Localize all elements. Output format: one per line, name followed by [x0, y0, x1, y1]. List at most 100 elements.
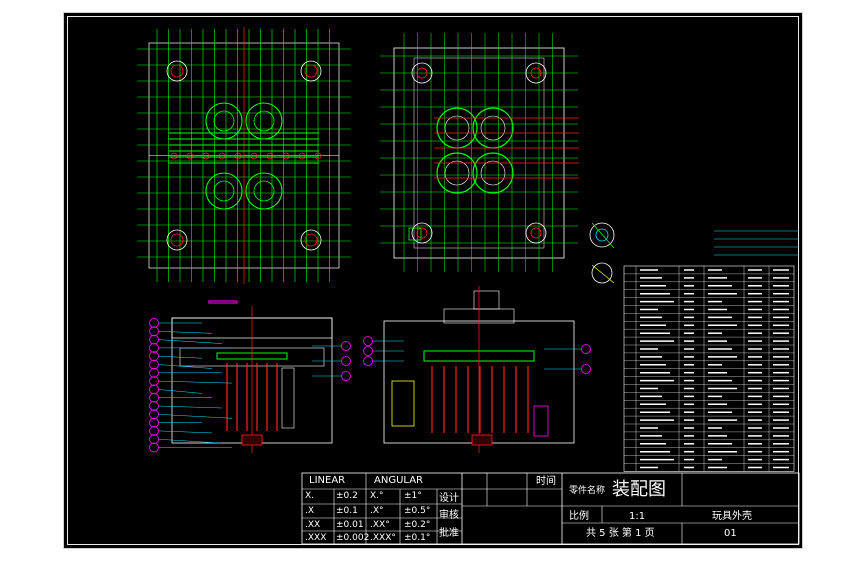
- cavity-inner: [253, 180, 275, 202]
- guide-bush: [416, 227, 428, 239]
- guide-pillar: [304, 233, 318, 247]
- cavity-outline: [245, 102, 283, 140]
- guide-pillar: [304, 64, 318, 78]
- callout-bubble: [149, 417, 159, 428]
- part-name-label: 零件名称: [569, 486, 606, 496]
- leader-line: [157, 438, 223, 444]
- guide-bush: [530, 227, 542, 239]
- sprue-mark: [471, 434, 493, 446]
- view-label-mark: [208, 300, 238, 304]
- callout-bubble: [149, 401, 159, 411]
- plan-view-fixed-half: [137, 27, 351, 304]
- plan-right-outline: [393, 47, 565, 259]
- callout-bubble: [149, 425, 159, 436]
- leader-line: [157, 405, 223, 409]
- detail-inner: [595, 228, 609, 242]
- title-block-lines: [301, 472, 800, 545]
- core-inner: [444, 115, 470, 141]
- callout-bubble: [149, 367, 159, 378]
- ejector-pin: [266, 152, 274, 160]
- guide-hole: [411, 222, 433, 244]
- callout-bubble: [341, 341, 351, 351]
- callout-bubble: [149, 409, 159, 420]
- tol-ang-tol-3: ±0.1°: [404, 533, 431, 543]
- ejector-pin: [250, 152, 258, 160]
- angular-label: ANGULAR: [374, 475, 423, 486]
- section-view-b: [363, 286, 591, 453]
- tol-lin-tol-3: ±0.002: [336, 533, 370, 543]
- ejector-pin: [298, 152, 306, 160]
- guide-pillar-hole: [166, 229, 188, 251]
- leader-line: [157, 364, 213, 369]
- role-review: 审核: [439, 510, 459, 521]
- drawing-border: [67, 16, 799, 545]
- callout-bubble: [149, 434, 159, 445]
- tol-ang-tol-2: ±0.2°: [404, 520, 431, 530]
- linear-label: LINEAR: [309, 475, 346, 486]
- stop-block: [533, 405, 549, 437]
- callout-bubble: [363, 336, 373, 346]
- cavity-outline: [245, 172, 283, 210]
- detail-line: [591, 264, 615, 284]
- ejector-pin: [314, 152, 322, 160]
- tol-ang-0: X.°: [370, 491, 384, 501]
- core-outline: [472, 107, 514, 149]
- tol-ang-1: .X°: [370, 506, 384, 516]
- leader-line: [157, 355, 203, 359]
- tol-ang-tol-0: ±1°: [404, 491, 422, 501]
- product-name: 玩具外壳: [712, 511, 752, 522]
- leader-line: [157, 339, 223, 344]
- plate-outline: [413, 57, 545, 249]
- tol-lin-tol-2: ±0.01: [336, 520, 364, 530]
- leader-line: [157, 414, 233, 419]
- role-approve: 批准: [439, 528, 459, 539]
- detail-views: [589, 222, 799, 284]
- role-design: 设计: [439, 493, 459, 504]
- ejector-pin: [234, 152, 242, 160]
- tol-lin-3: .XXX: [305, 533, 327, 543]
- callout-bubble: [149, 334, 159, 345]
- ejector-pin: [218, 152, 226, 160]
- plan-view-moving-half: [380, 33, 579, 272]
- drawing-sheet: LINEAR ANGULAR X. ±0.2 X.° ±1° 设计 .X ±0.…: [63, 12, 803, 549]
- guide-pillar: [170, 233, 184, 247]
- callout-bubble: [149, 318, 159, 328]
- drawing-number: 01: [724, 528, 737, 539]
- callout-bubble: [363, 346, 373, 356]
- tol-lin-tol-0: ±0.2: [336, 491, 358, 501]
- callout-bubble: [149, 376, 159, 387]
- core-inner: [480, 160, 506, 186]
- tol-ang-3: .XXX°: [370, 533, 396, 543]
- slider-block: [391, 380, 415, 427]
- tol-ang-tol-1: ±0.5°: [404, 506, 431, 516]
- title-block-outline: [301, 472, 800, 545]
- ejector-pin: [282, 152, 290, 160]
- sheet-info: 共 5 张 第 1 页: [586, 528, 655, 539]
- core-outline: [436, 152, 478, 194]
- detail-circle: [589, 222, 615, 248]
- callout-bubble: [149, 326, 159, 337]
- core-outline: [472, 152, 514, 194]
- guide-bush: [416, 67, 428, 79]
- tol-ang-2: .XX°: [370, 520, 390, 530]
- guide-pillar-hole: [300, 229, 322, 251]
- nozzle-block: [473, 290, 500, 310]
- ejector-pin: [170, 152, 178, 160]
- corner-mark: [408, 227, 422, 241]
- scale-value: 1:1: [629, 511, 646, 522]
- ejector-pin: [202, 152, 210, 160]
- sprue-mark: [241, 434, 263, 446]
- tol-lin-0: X.: [305, 491, 315, 501]
- tol-lin-2: .XX: [305, 520, 321, 530]
- guide-pillar-hole: [300, 60, 322, 82]
- detail-circle: [591, 262, 613, 284]
- guide-hole: [525, 62, 547, 84]
- core-inner: [480, 115, 506, 141]
- tol-lin-tol-1: ±0.1: [336, 506, 358, 516]
- guide-hole: [525, 222, 547, 244]
- tol-lin-1: .X: [305, 506, 315, 516]
- cavity-outline: [205, 102, 243, 140]
- guide-pillar: [170, 64, 184, 78]
- bill-of-materials: [623, 265, 795, 472]
- callout-bubble: [149, 342, 159, 353]
